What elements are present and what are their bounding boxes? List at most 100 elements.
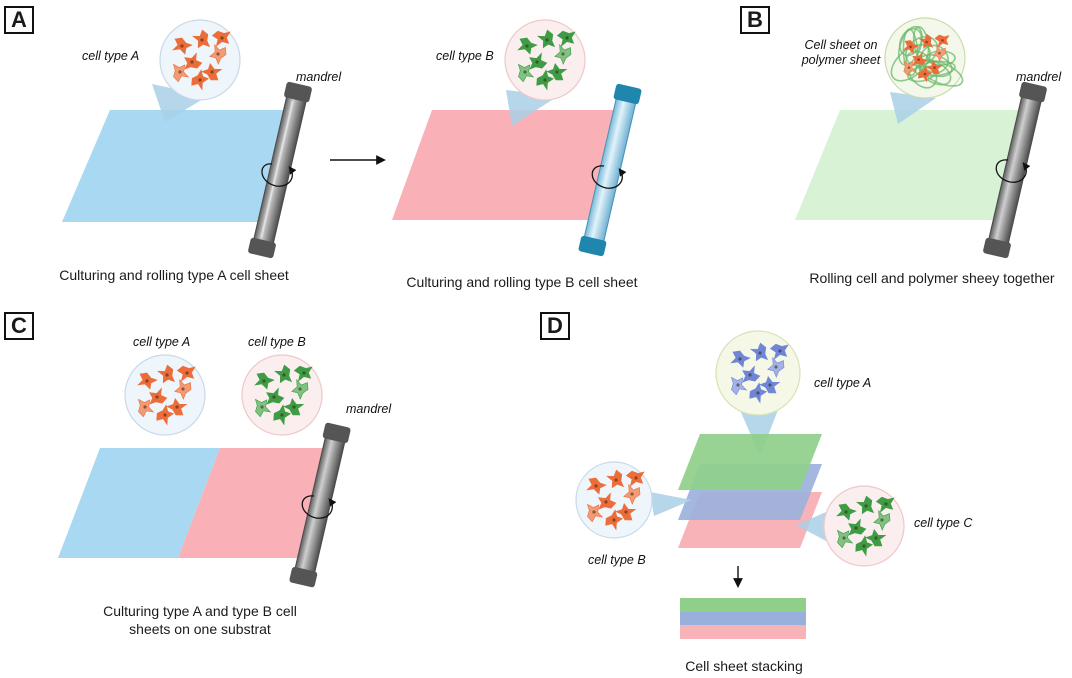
panel-label-a: A — [4, 6, 34, 34]
cell-nucleus — [260, 405, 264, 409]
panel-d — [575, 330, 905, 639]
rotation-arrow-icon — [591, 165, 627, 189]
polymer-label: Cell sheet on polymer sheet — [796, 38, 886, 68]
cell-nucleus — [262, 379, 266, 383]
caption-c: Culturing type A and type B cell sheets … — [60, 602, 340, 638]
panel-a-step2 — [392, 19, 642, 257]
panel-label-c: C — [4, 312, 34, 340]
cell-nucleus — [178, 70, 182, 74]
cell-nucleus — [884, 502, 888, 506]
cell-nucleus — [925, 40, 928, 44]
panel-b — [795, 17, 1047, 259]
cell-type-label: cell type A — [133, 335, 191, 349]
cell-nucleus — [612, 518, 616, 522]
cell-nucleus — [561, 52, 565, 56]
cell-cluster-icon — [517, 29, 576, 91]
cell-nucleus — [630, 492, 634, 496]
cell-type-label: cell type B — [248, 335, 306, 349]
cell-nucleus — [302, 371, 306, 375]
rotation-arrow-icon — [995, 159, 1031, 183]
cell-nucleus — [862, 544, 866, 548]
cell-nucleus — [738, 357, 742, 361]
cell-cluster-icon — [586, 469, 645, 531]
cell-type-label: cell type B — [588, 553, 646, 567]
panel-label-d: D — [540, 312, 570, 340]
cell-nucleus — [180, 44, 184, 48]
cell-nucleus — [907, 66, 911, 69]
cell-nucleus — [941, 39, 944, 42]
cell-nucleus — [198, 78, 202, 82]
caption-b: Rolling cell and polymer sheey together — [809, 270, 1055, 286]
rotation-arrow-icon — [261, 163, 297, 187]
cell-cluster-icon — [172, 29, 231, 91]
mandrel-label: mandrel — [1016, 70, 1062, 84]
cell-nucleus — [175, 405, 179, 409]
cell-nucleus — [768, 383, 772, 387]
polymer-sheet — [795, 110, 1038, 220]
cell-sheet-a — [62, 110, 300, 222]
polymer-label-line: polymer sheet — [801, 53, 881, 67]
cell-nucleus — [933, 66, 936, 69]
cell-nucleus — [181, 387, 185, 391]
cell-nucleus — [543, 78, 547, 82]
cell-callout-circle — [159, 19, 241, 101]
cell-cluster-icon — [836, 495, 895, 557]
panel-label-b: B — [740, 6, 770, 34]
cell-nucleus — [778, 349, 782, 353]
stacked-sheet-pink — [680, 625, 806, 639]
caption-a1: Culturing and rolling type A cell sheet — [59, 267, 289, 283]
cell-nucleus — [155, 395, 159, 399]
cell-callout-circle — [124, 354, 206, 436]
cell-callout-circle — [715, 330, 801, 416]
cell-nucleus — [880, 518, 884, 522]
caption-c-line: Culturing type A and type B cell — [103, 603, 297, 619]
cell-sheet-b — [178, 448, 338, 558]
cell-nucleus — [190, 60, 194, 64]
callout-pointer — [650, 492, 692, 516]
stack-layer-green — [678, 434, 822, 490]
cell-nucleus — [200, 38, 204, 42]
cell-nucleus — [748, 373, 752, 377]
mandrel-label: mandrel — [296, 70, 342, 84]
cell-nucleus — [220, 36, 224, 40]
cell-nucleus — [844, 510, 848, 514]
callout-pointer — [890, 92, 936, 124]
cell-nucleus — [216, 52, 220, 56]
cell-nucleus — [298, 387, 302, 391]
panel-c — [58, 354, 351, 588]
cell-type-label: cell type A — [82, 49, 140, 63]
cell-nucleus — [165, 373, 169, 377]
cell-nucleus — [923, 72, 927, 76]
caption-c-line: sheets on one substrat — [129, 621, 271, 637]
cell-sheet-b — [392, 110, 630, 220]
cell-nucleus — [280, 413, 284, 417]
cell-nucleus — [272, 395, 276, 399]
cell-nucleus — [594, 484, 598, 488]
cell-type-label: cell type C — [914, 516, 973, 530]
mandrel-icon — [289, 422, 351, 588]
cell-nucleus — [634, 476, 638, 480]
cell-nucleus — [523, 70, 527, 74]
cell-type-label: cell type A — [814, 376, 872, 390]
cell-nucleus — [909, 45, 912, 49]
cell-nucleus — [624, 510, 628, 514]
cell-nucleus — [145, 379, 149, 383]
cell-cluster-icon — [254, 364, 313, 426]
mandrel-icon — [578, 83, 642, 257]
cell-nucleus — [842, 536, 846, 540]
cell-nucleus — [864, 504, 868, 508]
stacked-sheet-blue — [680, 612, 806, 625]
caption-a2: Culturing and rolling type B cell sheet — [406, 274, 638, 290]
cell-nucleus — [565, 36, 569, 40]
cell-nucleus — [774, 365, 778, 369]
cell-nucleus — [525, 44, 529, 48]
cell-cluster-icon — [730, 342, 789, 404]
panel-a — [62, 19, 312, 259]
rotation-arrow-icon — [301, 495, 337, 519]
cell-nucleus — [938, 51, 941, 55]
cell-nucleus — [756, 391, 760, 395]
cell-callout-circle — [241, 354, 323, 436]
cell-nucleus — [736, 383, 740, 387]
cell-sheet-a — [58, 448, 220, 558]
